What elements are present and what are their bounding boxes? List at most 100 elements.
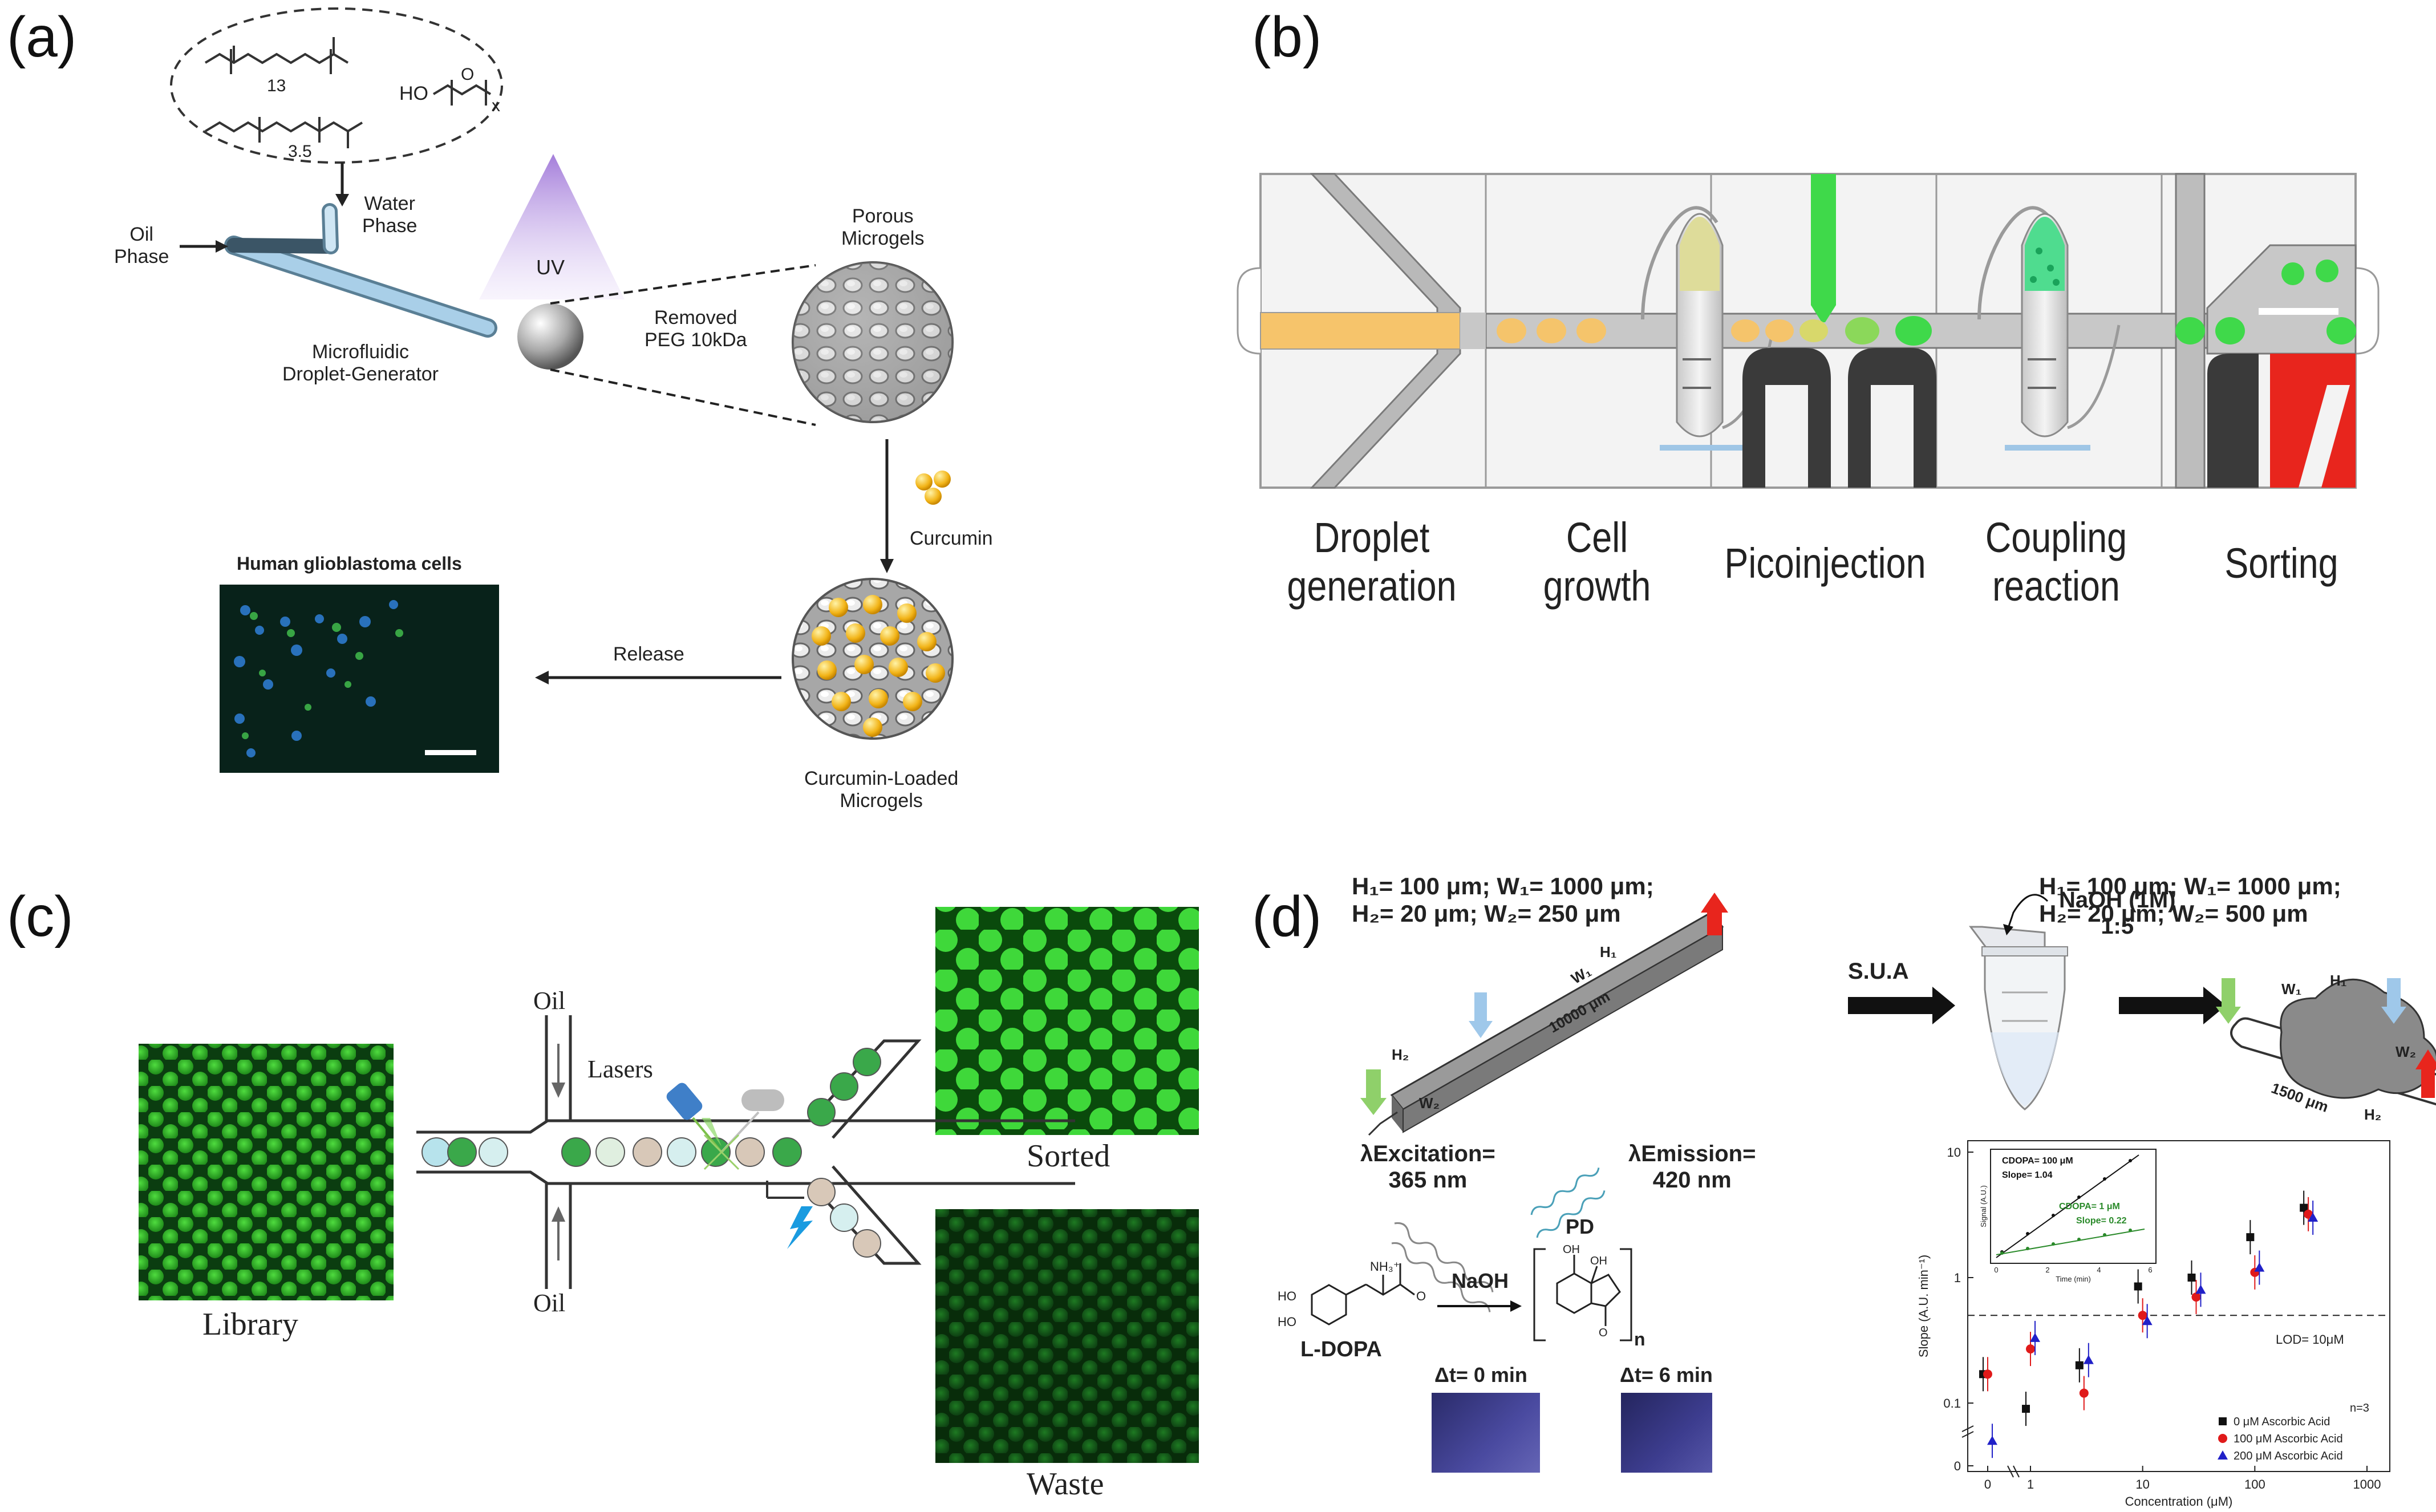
dev-right-h2: H₂	[2364, 1106, 2382, 1123]
inset-label: Slope= 0.22	[2076, 1216, 2127, 1226]
pd-structure	[1533, 1248, 1632, 1341]
y-tick-label: 0.1	[1943, 1396, 1961, 1410]
data-point-circle	[2191, 1292, 2201, 1302]
lod-label: LOD= 10μM	[2276, 1332, 2344, 1347]
legend-label: 200 μM Ascorbic Acid	[2234, 1450, 2343, 1462]
waste-image	[935, 1209, 1199, 1463]
chem-structures	[204, 37, 492, 148]
step-picoinjection	[1731, 174, 1936, 488]
step-droplet-generation	[1260, 173, 1606, 489]
inset-x-tick: 4	[2097, 1266, 2101, 1274]
excitation-label: λExcitation=365 nm	[1360, 1141, 1495, 1193]
y-tick-label: 10	[1947, 1145, 1961, 1160]
oil-bottom-label: Oil	[533, 1289, 566, 1317]
params-left: H₁= 100 μm; W₁= 1000 μm;H₂= 20 μm; W₂= 2…	[1352, 873, 1654, 927]
inset-point-low	[2026, 1247, 2029, 1250]
x-tick-label: 10	[2135, 1477, 2149, 1491]
naoh-top-label: NaOH (1M)1:5	[2059, 887, 2176, 939]
panel-d: (d) H₁= 100 μm; W₁= 1000 μm;H₂= 20 μm; W…	[1226, 850, 2436, 1512]
data-point-circle	[2304, 1209, 2313, 1219]
glioblastoma-image	[220, 585, 499, 773]
dev-left-h1: H₁	[1600, 943, 1617, 960]
dev-right-w1: W₁	[2281, 980, 2302, 998]
step-coupling	[1977, 206, 2121, 451]
data-point-circle	[2026, 1344, 2035, 1354]
inset-point-low	[2077, 1238, 2081, 1241]
inset-label: Slope= 1.04	[2002, 1170, 2053, 1180]
chem-sub-13: 13	[267, 76, 286, 95]
inset-line-high	[1996, 1154, 2139, 1258]
inset-line-low	[1996, 1229, 2145, 1255]
step-label-sorting: Sorting	[2224, 540, 2338, 587]
pd-oh-2: OH	[1590, 1255, 1607, 1267]
release-label: Release	[613, 643, 684, 665]
data-point-triangle	[2142, 1316, 2153, 1325]
library-label: Library	[202, 1307, 298, 1342]
x-break-mark	[2013, 1465, 2020, 1478]
data-point-square	[2300, 1203, 2308, 1212]
inset-point-low	[2129, 1229, 2132, 1232]
data-point-square	[2022, 1405, 2030, 1413]
data-point-triangle	[2030, 1332, 2040, 1342]
lasers-label: Lasers	[587, 1055, 653, 1083]
chem-o: O	[461, 65, 474, 84]
oil-top-label: Oil	[533, 987, 566, 1015]
dt6-label: Δt= 6 min	[1620, 1363, 1713, 1387]
y-axis-label: Slope (A.U. min⁻¹)	[1916, 1255, 1931, 1357]
x-tick-label: 1	[2027, 1477, 2034, 1491]
legend-marker-square	[2219, 1417, 2227, 1425]
device-right	[2216, 978, 2436, 1106]
inset-point-high	[2103, 1177, 2106, 1181]
uv-beam	[479, 154, 625, 299]
inset-point-low	[2052, 1242, 2055, 1246]
pd-n-label: n	[1634, 1329, 1645, 1349]
inset-point-high	[2077, 1195, 2081, 1199]
sua-label: S.U.A	[1848, 959, 1909, 984]
chem-sub-35: 3.5	[288, 142, 312, 161]
sorted-label: Sorted	[1027, 1138, 1110, 1174]
panel-c-graphics	[139, 907, 1199, 1463]
dev-left-h2: H₂	[1392, 1046, 1409, 1063]
data-point-square	[2134, 1282, 2142, 1291]
x-axis-label: Concentration (μM)	[2125, 1494, 2233, 1509]
x-tick-label: 0	[1984, 1477, 1991, 1491]
data-point-triangle	[2083, 1355, 2094, 1364]
dt0-label: Δt= 0 min	[1434, 1363, 1527, 1387]
droplet-generator	[224, 203, 497, 338]
ldopa-label: L-DOPA	[1300, 1337, 1382, 1361]
uv-label: UV	[536, 256, 565, 279]
droplet-sphere	[517, 303, 583, 370]
legend-label: 100 μM Ascorbic Acid	[2234, 1433, 2343, 1445]
inset-x-label: Time (min)	[2056, 1275, 2091, 1283]
waste-label: Waste	[1027, 1466, 1104, 1502]
pd-o: O	[1599, 1327, 1608, 1339]
inset-point-high	[2026, 1232, 2029, 1235]
data-point-square	[2187, 1274, 2196, 1282]
panel-a: (a)	[0, 0, 1198, 838]
data-point-circle	[2138, 1311, 2147, 1320]
legend-marker-triangle	[2218, 1450, 2228, 1460]
dev-right-w2: W₂	[2396, 1043, 2417, 1060]
inset-label: CDOPA= 100 μM	[2002, 1156, 2073, 1166]
params-right: H₁= 100 μm; W₁= 1000 μm;H₂= 20 μm; W₂= 5…	[2039, 873, 2341, 927]
eppendorf-tube	[1969, 894, 2068, 1110]
data-point-circle	[2079, 1388, 2089, 1398]
x-break-mark	[2007, 1465, 2014, 1478]
step-sorting	[2175, 173, 2357, 489]
inset-point-high	[2052, 1214, 2055, 1217]
chem-sub-x: x	[492, 96, 500, 115]
inset-point-high	[2129, 1159, 2132, 1162]
ldopa-ho-bottom: HO	[1278, 1315, 1296, 1329]
data-point-triangle	[1987, 1436, 1997, 1445]
pd-oh-1: OH	[1563, 1243, 1580, 1256]
y-break-mark	[1961, 1431, 1974, 1438]
inset-point-low	[2000, 1251, 2004, 1255]
ldopa-nh3: NH₃⁺	[1370, 1259, 1400, 1274]
emission-label: λEmission=420 nm	[1628, 1141, 1756, 1193]
panel-d-label: (d)	[1252, 885, 1322, 948]
